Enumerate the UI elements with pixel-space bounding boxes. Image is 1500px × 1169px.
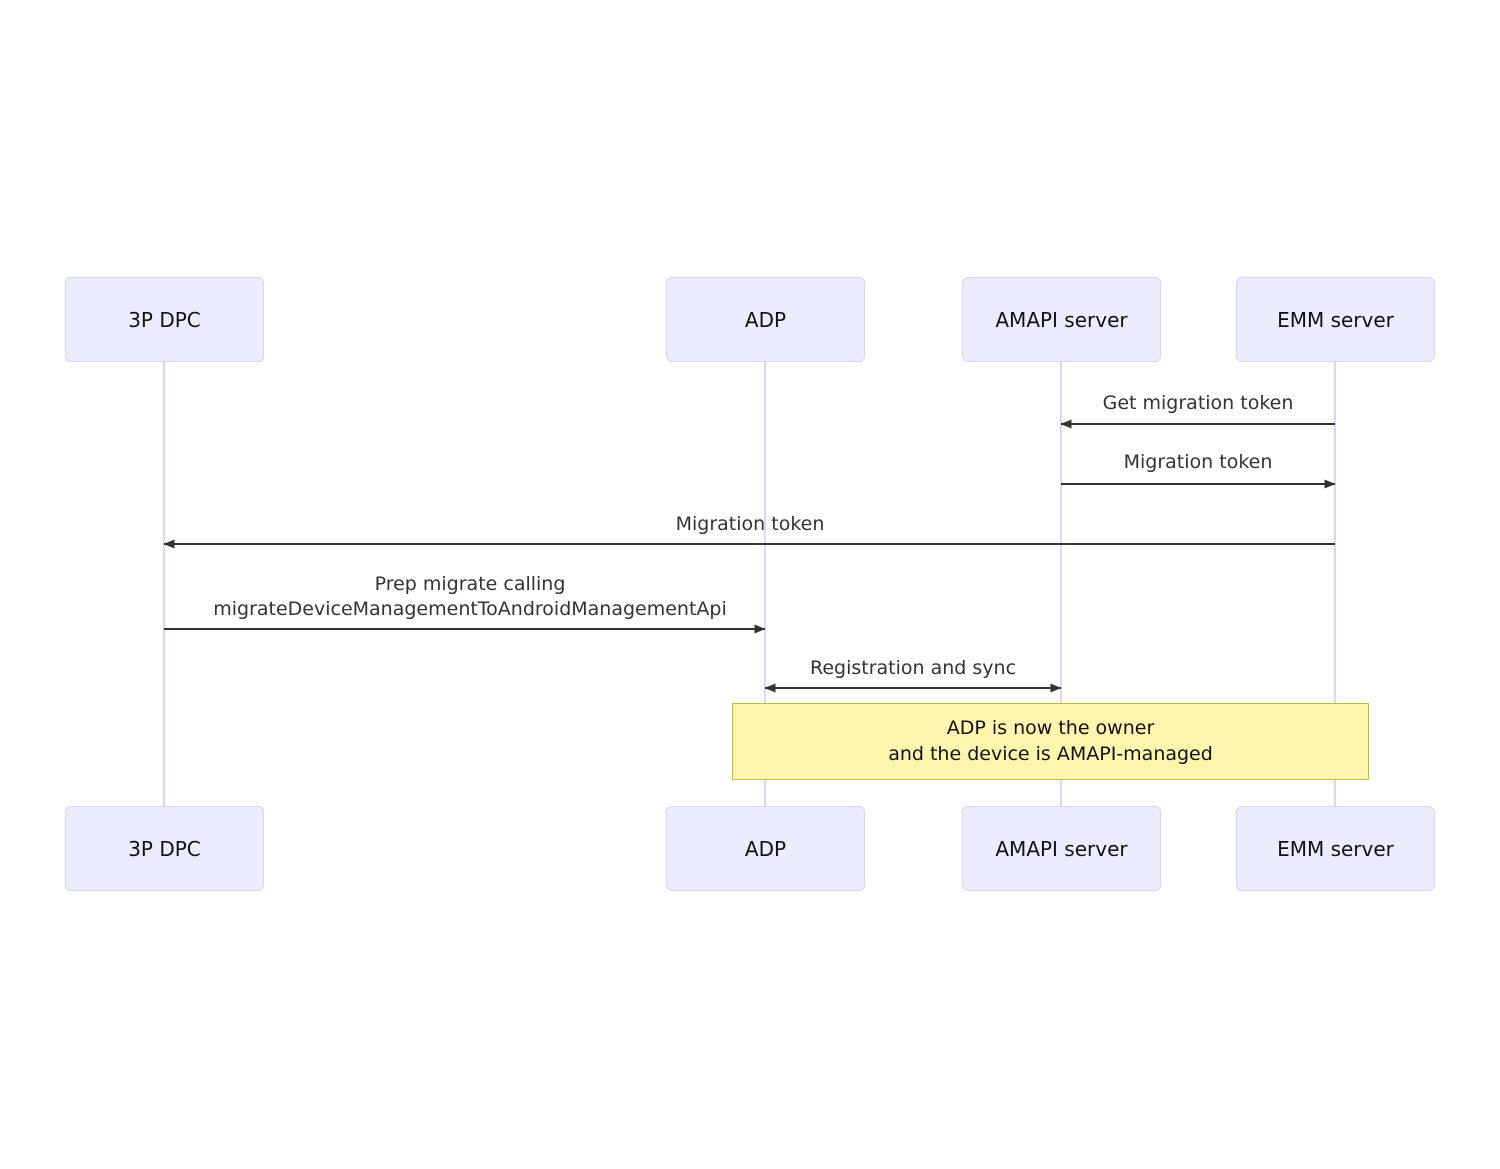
message-label-migration-token-emm-dpc: Migration token <box>676 512 825 537</box>
participant-label: EMM server <box>1277 836 1394 861</box>
message-label-line: Migration token <box>1123 451 1273 473</box>
message-label-registration-and-sync: Registration and sync <box>810 656 1016 681</box>
message-arrows-group <box>163 419 1336 693</box>
participant-amapi-header[interactable]: AMAPI server <box>962 277 1161 362</box>
participant-label: EMM server <box>1277 307 1394 332</box>
participant-label: AMAPI server <box>995 307 1128 332</box>
message-label-line: Migration token <box>675 513 825 535</box>
participant-label: 3P DPC <box>128 307 201 332</box>
participant-label: ADP <box>744 307 787 332</box>
participant-label: ADP <box>744 836 787 861</box>
participant-emm-header[interactable]: EMM server <box>1236 277 1435 362</box>
participant-amapi-footer[interactable]: AMAPI server <box>962 806 1161 891</box>
note-adp-owner-note: ADP is now the owner and the device is AM… <box>732 703 1369 780</box>
message-label-line: Prep migrate calling <box>374 573 566 595</box>
message-label-migration-token-emm-amapi: Migration token <box>1124 450 1273 475</box>
participant-label: 3P DPC <box>128 836 201 861</box>
message-label-line: Get migration token <box>1102 392 1294 414</box>
note-line: ADP is now the owner <box>946 716 1155 739</box>
message-label-line: Registration and sync <box>809 657 1017 679</box>
participant-label: AMAPI server <box>995 836 1128 861</box>
message-label-get-migration-token: Get migration token <box>1103 391 1294 416</box>
message-label-prep-migrate: Prep migrate calling migrateDeviceManagem… <box>213 572 727 622</box>
note-line: and the device is AMAPI-managed <box>888 742 1213 765</box>
participant-dpc-footer[interactable]: 3P DPC <box>65 806 264 891</box>
participant-adp-header[interactable]: ADP <box>666 277 865 362</box>
message-label-line: migrateDeviceManagementToAndroidManageme… <box>213 598 727 621</box>
participant-dpc-header[interactable]: 3P DPC <box>65 277 264 362</box>
participant-adp-footer[interactable]: ADP <box>666 806 865 891</box>
participant-emm-footer[interactable]: EMM server <box>1236 806 1435 891</box>
